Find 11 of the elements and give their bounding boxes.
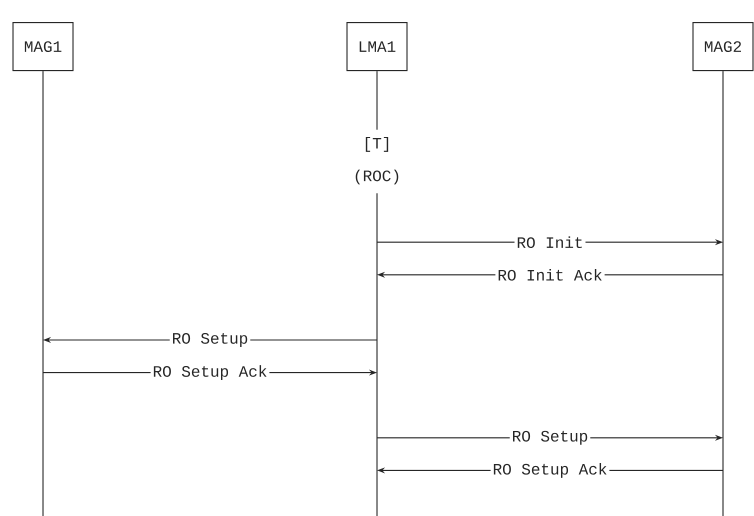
entity-box: MAG2 bbox=[692, 22, 754, 72]
entity-box: MAG1 bbox=[12, 22, 74, 72]
entity-box: LMA1 bbox=[346, 22, 408, 72]
state-label: [T] bbox=[366, 136, 388, 152]
edge-label: RO Setup Ack bbox=[494, 462, 607, 478]
edge-label: RO Setup bbox=[513, 430, 588, 445]
edge-label: RO Setup Ack bbox=[154, 365, 267, 380]
edge-label: RO Setup bbox=[173, 333, 248, 347]
edge-label: RO Init Ack bbox=[498, 268, 602, 281]
edge-label: RO Init bbox=[518, 236, 582, 248]
state-label: (ROC) bbox=[356, 170, 398, 184]
